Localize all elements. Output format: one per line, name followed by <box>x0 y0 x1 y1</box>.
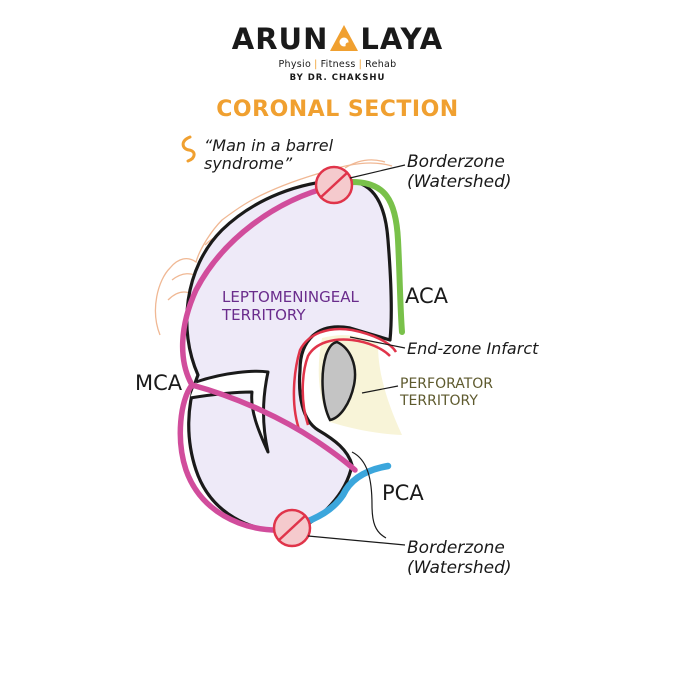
leptomeningeal-label-line2: TERRITORY <box>221 306 306 324</box>
a-logo-icon <box>330 25 359 51</box>
perforator-label-line1: PERFORATOR <box>400 376 493 392</box>
aca-vessel <box>349 179 405 335</box>
perforator-label-line2: TERRITORY <box>399 393 478 409</box>
borderzone-bottom-label-line2: (Watershed) <box>407 558 512 578</box>
leptomeningeal-label-line1: LEPTOMENINGEAL <box>222 288 359 306</box>
leader-lines <box>307 164 406 546</box>
mca-vessel <box>189 382 358 473</box>
mca-label: MCA <box>135 371 183 395</box>
end-zone-infarct-outline <box>301 338 391 426</box>
lateral-ventricle <box>321 340 357 422</box>
borderzone-marker-bottom <box>272 508 312 548</box>
brand-header: ARUN LAYA Physio|Fitness|Rehab BY DR. CH… <box>0 22 675 83</box>
end-zone-infarct-outline <box>292 327 398 433</box>
brand-tagline: Physio|Fitness|Rehab <box>0 59 675 70</box>
man-in-barrel-label-line1: “Man in a barrel <box>204 136 334 155</box>
mca-vessel <box>177 183 336 533</box>
tagline-separator: | <box>314 59 318 70</box>
end-zone-infarct-label: End-zone Infarct <box>407 339 539 358</box>
borderzone-top-label-line1: Borderzone <box>407 152 505 172</box>
brand-byline: BY DR. CHAKSHU <box>289 73 386 83</box>
borderzone-bottom-label-line1: Borderzone <box>407 538 505 558</box>
tagline-physio: Physio <box>278 59 312 70</box>
aca-label: ACA <box>405 284 449 308</box>
tagline-fitness: Fitness <box>320 59 356 70</box>
tagline-rehab: Rehab <box>365 59 397 70</box>
tagline-separator: | <box>358 59 363 70</box>
medial-outline <box>351 451 387 539</box>
pca-vessel <box>292 462 392 530</box>
brand-name-right: LAYA <box>360 22 444 56</box>
section-title: CORONAL SECTION <box>216 97 459 122</box>
man-in-barrel-label-line2: syndrome” <box>204 154 293 173</box>
borderzone-top-label-line2: (Watershed) <box>407 172 512 192</box>
borderzone-marker-top <box>314 165 354 205</box>
pca-label: PCA <box>382 481 424 505</box>
brand-logo: ARUN LAYA <box>0 22 675 56</box>
swirl-icon <box>181 135 196 163</box>
brand-name-left: ARUN <box>231 22 329 56</box>
